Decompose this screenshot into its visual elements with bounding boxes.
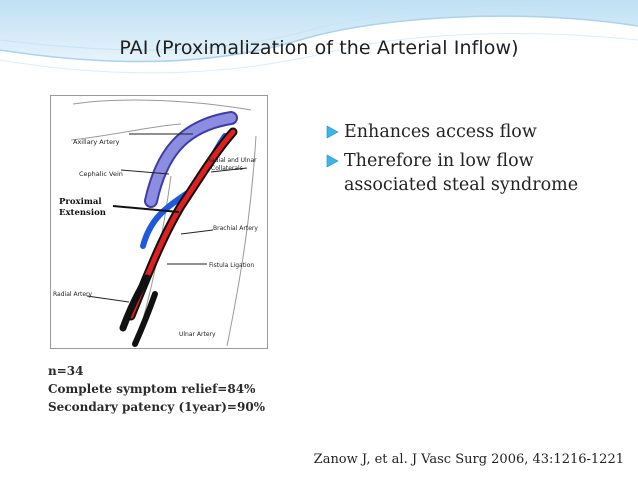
label-axillary-artery: Axillary Artery — [73, 138, 120, 146]
radial-ulnar-leader — [210, 167, 248, 173]
label-proximal: Proximal — [59, 197, 102, 207]
label-extension: Extension — [59, 208, 106, 218]
ulnar-artery-vessel — [132, 291, 158, 347]
label-ulnar-artery: Ulnar Artery — [179, 331, 216, 338]
stat-n: n=34 — [48, 364, 84, 378]
header-wave-graphic — [0, 0, 638, 74]
label-cephalic-vein: Cephalic Vein — [79, 170, 123, 178]
bullet-item: Therefore in low flow associated steal s… — [326, 149, 626, 197]
radial-artery-vessel — [119, 274, 151, 332]
label-brachial-artery: Brachial Artery — [213, 225, 258, 232]
bullet-text: Therefore in low flow associated steal s… — [344, 151, 579, 195]
bullet-text: Enhances access flow — [344, 122, 537, 142]
arm-outline-top — [72, 99, 252, 111]
anatomical-diagram: Axillary Artery Cephalic Vein Proximal E… — [50, 95, 268, 349]
bullet-item: Enhances access flow — [326, 120, 626, 144]
arm-outline-right — [226, 135, 257, 347]
label-fistula-ligation: Fistula Ligation — [209, 262, 254, 269]
proximal-extension-pointer — [112, 205, 180, 213]
arm-outline-upper — [70, 123, 182, 141]
brachial-leader — [180, 229, 214, 235]
citation: Zanow J, et al. J Vasc Surg 2006, 43:121… — [313, 452, 624, 467]
bullet-marker-icon — [326, 154, 339, 168]
arm-vessel-illustration: Axillary Artery Cephalic Vein Proximal E… — [53, 99, 258, 347]
header-band — [0, 0, 638, 86]
cephalic-leader — [120, 169, 170, 175]
study-stats: n=34 Complete symptom relief=84% Seconda… — [48, 362, 328, 416]
radial-leader — [86, 295, 130, 303]
axillary-band-fill — [146, 113, 236, 206]
bullet-list: Enhances access flow Therefore in low fl… — [326, 120, 626, 202]
label-collaterals: Collaterals — [211, 165, 243, 172]
bullet-marker-icon — [326, 125, 339, 139]
stat-symptom-relief: Complete symptom relief=84% — [48, 382, 256, 396]
label-radial-ulnar: Radial and Ulnar — [207, 157, 257, 164]
label-radial-artery: Radial Artery — [53, 291, 93, 298]
stat-secondary-patency: Secondary patency (1year)=90% — [48, 400, 266, 414]
slide-title: PAI (Proximalization of the Arterial Inf… — [119, 37, 519, 59]
